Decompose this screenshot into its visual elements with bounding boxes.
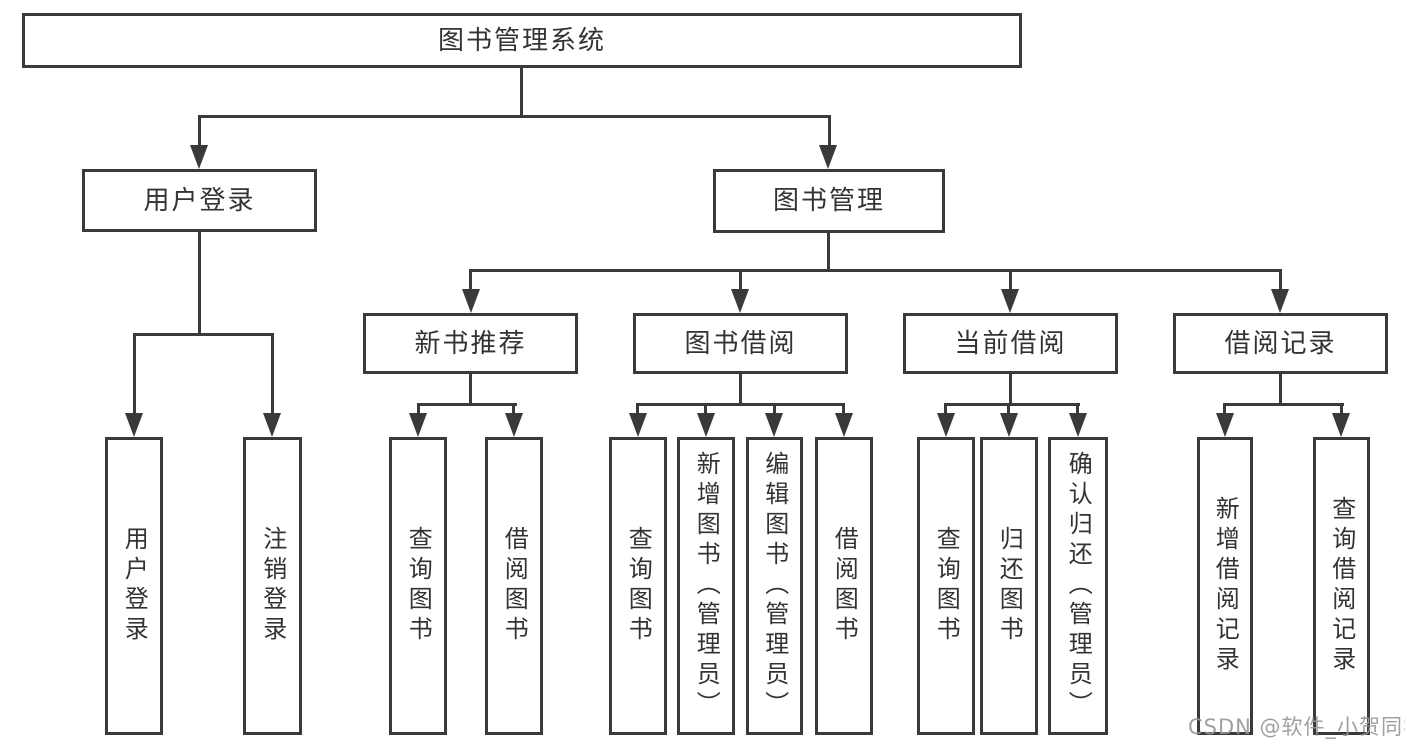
node-new-book-recommend: 新书推荐 <box>363 313 578 374</box>
node-book-management: 图书管理 <box>713 169 945 233</box>
leaf-label: 查询借阅记录 <box>1327 496 1356 676</box>
connector-line <box>469 269 472 291</box>
arrowhead-down-icon <box>409 413 427 437</box>
arrowhead-down-icon <box>1001 289 1019 313</box>
connector-line <box>1007 403 1010 415</box>
node-label: 图书管理系统 <box>437 25 606 56</box>
arrowhead-down-icon <box>505 413 523 437</box>
leaf-borrow-add-books-admin: 新增图书（管理员） <box>677 437 735 735</box>
leaf-label: 编辑图书（管理员） <box>760 451 789 721</box>
node-label: 当前借阅 <box>954 328 1067 359</box>
connector-line <box>520 68 523 117</box>
connector-line <box>636 403 639 415</box>
connector-line <box>1223 403 1344 406</box>
leaf-borrow-edit-books-admin: 编辑图书（管理员） <box>746 437 803 735</box>
arrowhead-down-icon <box>835 413 853 437</box>
leaf-label: 注销登录 <box>258 526 287 646</box>
connector-line <box>842 403 845 415</box>
node-current-borrow: 当前借阅 <box>903 313 1118 374</box>
arrowhead-down-icon <box>190 145 208 169</box>
leaf-label: 查询图书 <box>624 526 653 646</box>
leaf-recommend-borrow-books: 借阅图书 <box>485 437 543 735</box>
leaf-label: 新增图书（管理员） <box>692 451 721 721</box>
arrowhead-down-icon <box>819 145 837 169</box>
leaf-label: 借阅图书 <box>500 526 529 646</box>
arrowhead-down-icon <box>697 413 715 437</box>
node-label: 图书管理 <box>772 186 885 216</box>
leaf-borrow-query-books: 查询图书 <box>609 437 667 735</box>
leaf-label: 用户登录 <box>120 526 149 646</box>
leaf-recommend-query-books: 查询图书 <box>389 437 447 735</box>
node-borrow-records: 借阅记录 <box>1173 313 1388 374</box>
node-label: 借阅记录 <box>1224 328 1337 359</box>
connector-line <box>271 333 274 415</box>
connector-line <box>637 403 845 406</box>
leaf-label: 借阅图书 <box>830 526 859 646</box>
leaf-label: 查询图书 <box>404 526 433 646</box>
connector-line <box>1009 269 1012 291</box>
connector-line <box>827 233 830 271</box>
connector-line <box>417 403 517 406</box>
arrowhead-down-icon <box>765 413 783 437</box>
arrowhead-down-icon <box>937 413 955 437</box>
connector-line <box>944 403 1080 406</box>
arrowhead-down-icon <box>629 413 647 437</box>
leaf-label: 新增借阅记录 <box>1211 496 1240 676</box>
connector-line <box>739 374 742 405</box>
connector-line <box>739 269 742 291</box>
connector-line <box>704 403 707 415</box>
node-label: 用户登录 <box>143 185 256 216</box>
leaf-label: 确认归还（管理员） <box>1064 451 1093 721</box>
connector-line <box>1076 403 1079 415</box>
connector-line <box>469 374 472 405</box>
leaf-current-query-books: 查询图书 <box>917 437 975 735</box>
arrowhead-down-icon <box>263 413 281 437</box>
leaf-current-return-books: 归还图书 <box>980 437 1038 735</box>
connector-line <box>198 115 831 118</box>
connector-line <box>198 115 201 147</box>
connector-line <box>944 403 947 415</box>
node-book-borrow: 图书借阅 <box>633 313 848 374</box>
connector-line <box>1223 403 1226 415</box>
connector-line <box>198 232 201 336</box>
node-book-management-system: 图书管理系统 <box>22 13 1022 68</box>
node-user-login: 用户登录 <box>82 169 317 232</box>
node-label: 图书借阅 <box>684 328 797 359</box>
leaf-logout: 注销登录 <box>243 437 302 735</box>
connector-line <box>1009 374 1012 405</box>
arrowhead-down-icon <box>462 289 480 313</box>
connector-line <box>512 403 515 415</box>
leaf-current-confirm-return-admin: 确认归还（管理员） <box>1048 437 1108 735</box>
connector-line <box>1279 374 1282 405</box>
arrowhead-down-icon <box>125 413 143 437</box>
arrowhead-down-icon <box>1271 289 1289 313</box>
connector-line <box>133 333 136 415</box>
connector-line <box>773 403 776 415</box>
arrowhead-down-icon <box>1069 413 1087 437</box>
arrowhead-down-icon <box>1000 413 1018 437</box>
leaf-label: 归还图书 <box>995 526 1024 646</box>
node-label: 新书推荐 <box>414 328 527 359</box>
leaf-records-query-borrow-record: 查询借阅记录 <box>1313 437 1370 735</box>
watermark: CSDN @软件_小贺同学 <box>1188 715 1405 739</box>
connector-line <box>469 269 1282 272</box>
arrowhead-down-icon <box>1332 413 1350 437</box>
connector-line <box>828 115 831 147</box>
leaf-records-add-borrow-record: 新增借阅记录 <box>1197 437 1253 735</box>
leaf-label: 查询图书 <box>932 526 961 646</box>
leaf-borrow-borrow-books: 借阅图书 <box>815 437 873 735</box>
connector-line <box>417 403 420 415</box>
connector-line <box>1279 269 1282 291</box>
leaf-user-login: 用户登录 <box>105 437 163 735</box>
arrowhead-down-icon <box>1216 413 1234 437</box>
connector-line <box>1340 403 1343 415</box>
connector-line <box>133 333 274 336</box>
arrowhead-down-icon <box>731 289 749 313</box>
